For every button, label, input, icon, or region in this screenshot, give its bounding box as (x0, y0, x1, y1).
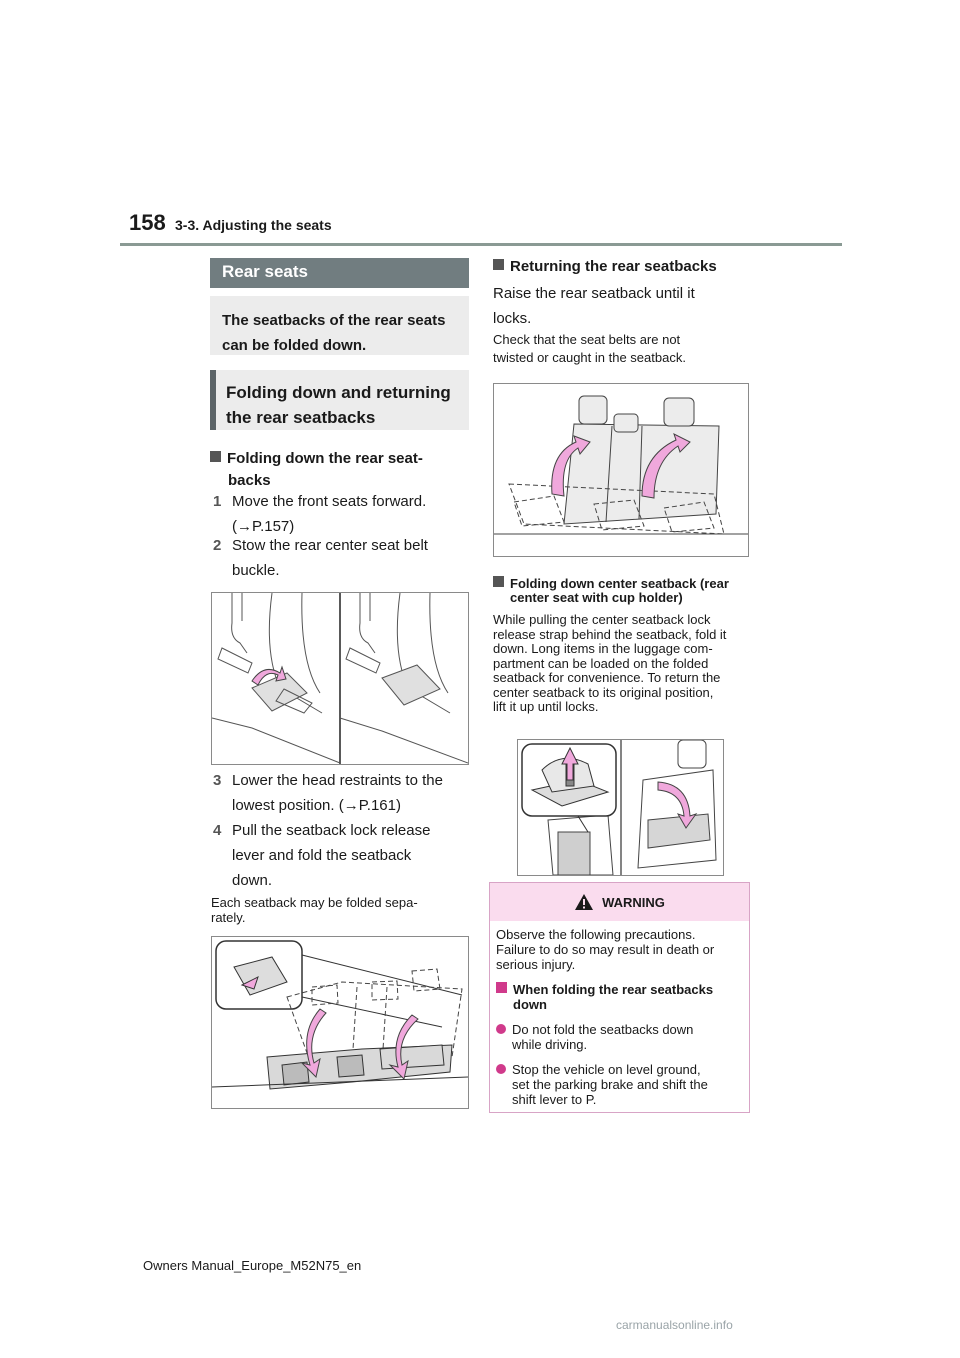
warning-box: WARNING Observe the following precaution… (489, 882, 750, 1113)
warning-subheading: When folding the rear seatbacks down (490, 982, 749, 1012)
return-seatbacks-heading: Returning the rear seatbacks (493, 256, 753, 278)
fold-note: Each seatback may be folded sepa- rately… (211, 895, 418, 925)
watermark: carmanualsonline.info (616, 1318, 733, 1332)
intro-box: The seatbacks of the rear seats can be f… (210, 296, 469, 355)
square-bullet-icon (210, 451, 221, 462)
rear-seats-heading: Rear seats (210, 258, 469, 288)
step-2: 2 Stow the rear center seat belt buckle. (213, 537, 428, 579)
step-4: 4 Pull the seatback lock release lever a… (213, 822, 431, 889)
warning-item: Do not fold the seatbacks down while dri… (490, 1022, 749, 1052)
bullet-dot-icon (496, 1064, 506, 1074)
section-title: 3-3. Adjusting the seats (175, 217, 332, 233)
warning-triangle-icon (575, 894, 594, 910)
page-reference-link[interactable]: lowest position. (→P.161) (232, 797, 401, 814)
return-note: Check that the seat belts are not twiste… (493, 332, 686, 365)
step-1: 1 Move the front seats forward. (→P.157) (213, 489, 473, 539)
fold-seatbacks-illustration (211, 936, 469, 1109)
header-rule (120, 243, 842, 246)
page-reference-link[interactable]: (→P.157) (232, 518, 295, 535)
square-bullet-icon (493, 576, 504, 587)
step-3: 3 Lower the head restraints to the lowes… (213, 768, 473, 818)
warning-header: WARNING (490, 883, 749, 921)
warning-text: Observe the following precautions. Failu… (496, 927, 715, 972)
return-text: Raise the rear seatback until it locks. (493, 285, 695, 327)
center-seatback-illustration (517, 739, 724, 876)
raise-seatbacks-illustration (493, 383, 749, 557)
warning-title: WARNING (602, 894, 665, 910)
fold-down-heading: Folding down the rear seat- backs (210, 448, 472, 492)
buckle-stow-illustration (211, 592, 469, 765)
fold-return-heading: Folding down and returning the rear seat… (210, 370, 469, 430)
square-bullet-icon (493, 259, 504, 270)
center-seatback-text: While pulling the center seatback lock r… (493, 612, 727, 714)
footer-doc-id: Owners Manual_Europe_M52N75_en (143, 1258, 362, 1273)
page-number: 158 (129, 210, 166, 235)
center-seatback-heading: Folding down center seatback (rear cente… (493, 576, 753, 605)
bullet-dot-icon (496, 1024, 506, 1034)
warning-item: Stop the vehicle on level ground, set th… (490, 1062, 749, 1107)
square-bullet-icon (496, 982, 507, 993)
